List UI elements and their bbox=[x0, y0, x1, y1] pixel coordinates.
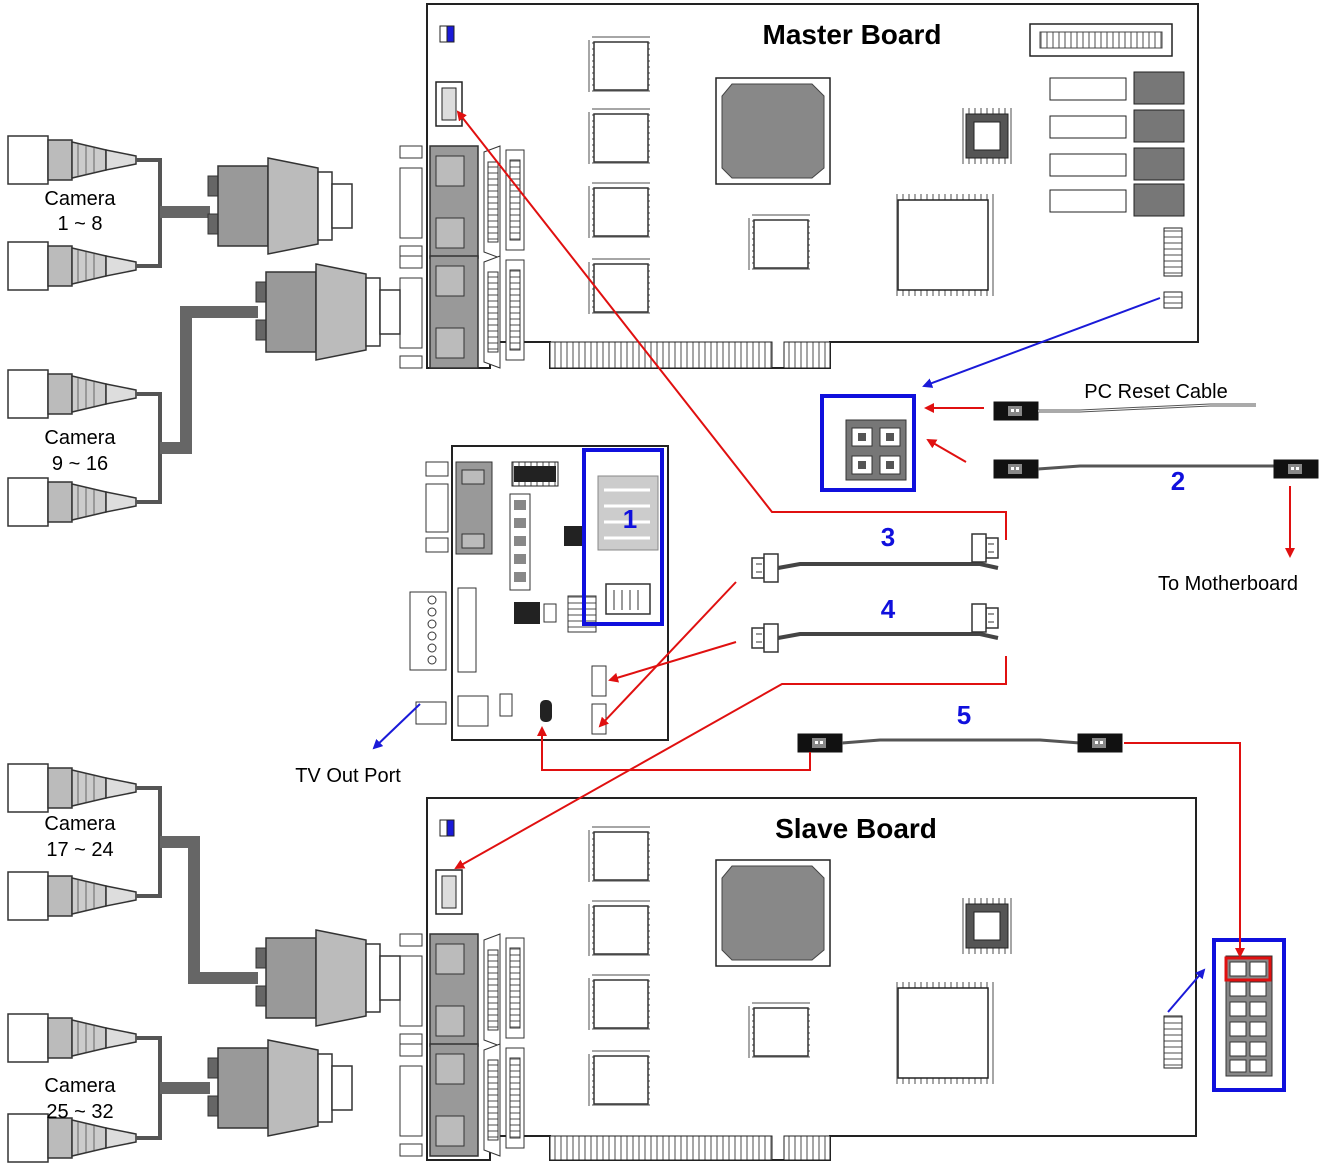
cable-3: 3 bbox=[751, 522, 999, 583]
arrow-cable3-to-tvboard bbox=[598, 581, 737, 728]
pc-reset-cable-label: PC Reset Cable bbox=[1084, 381, 1227, 403]
arrow-cable2 bbox=[926, 438, 967, 463]
cable-pc-reset: PC Reset Cable bbox=[993, 381, 1256, 421]
camera-label: Camera bbox=[44, 813, 116, 835]
slave-board-title: Slave Board bbox=[775, 813, 937, 844]
camera-cables bbox=[7, 135, 401, 1163]
camera-label: Camera bbox=[44, 188, 116, 210]
callout-3: 3 bbox=[881, 522, 895, 552]
cable-2: 2 To Motherboard bbox=[993, 459, 1319, 595]
highlight-box-1 bbox=[582, 448, 664, 626]
arrow-cable4-to-tvboard bbox=[608, 641, 737, 683]
tv-out-port-label: TV Out Port bbox=[295, 765, 401, 787]
arrow-cable5-to-tvboard bbox=[537, 726, 811, 771]
tv-out-board bbox=[409, 445, 669, 741]
arrow-cable3-to-master bbox=[456, 110, 1007, 540]
red-arrows bbox=[454, 110, 1295, 958]
reset-header-zoom bbox=[820, 394, 916, 492]
cable-5: 5 bbox=[797, 700, 1123, 753]
callout-5: 5 bbox=[957, 700, 971, 730]
arrow-cable4-to-slave bbox=[454, 656, 1007, 869]
blue-arrows bbox=[372, 297, 1206, 1013]
slave-header-zoom bbox=[1212, 938, 1286, 1092]
slave-board: Slave Board bbox=[399, 797, 1197, 1161]
camera-range: 1 ~ 8 bbox=[57, 213, 102, 235]
to-motherboard-label: To Motherboard bbox=[1158, 573, 1298, 595]
cable-4: 4 bbox=[751, 594, 999, 653]
master-board-title: Master Board bbox=[763, 19, 942, 50]
arrow-master-header-zoom bbox=[922, 297, 1161, 388]
master-board: Master Board bbox=[399, 3, 1199, 369]
camera-range: 17 ~ 24 bbox=[46, 839, 113, 861]
camera-label: Camera bbox=[44, 1075, 116, 1097]
callout-1: 1 bbox=[623, 504, 637, 534]
camera-labels: Camera 1 ~ 8 Camera 9 ~ 16 Camera 17 ~ 2… bbox=[44, 188, 116, 1123]
arrow-tv-out bbox=[372, 703, 421, 750]
camera-label: Camera bbox=[44, 427, 116, 449]
arrow-slave-header-zoom bbox=[1167, 968, 1206, 1013]
callout-4: 4 bbox=[881, 594, 896, 624]
camera-range: 25 ~ 32 bbox=[46, 1101, 113, 1123]
callout-2: 2 bbox=[1171, 466, 1185, 496]
arrow-cable5-to-slave-header bbox=[1124, 742, 1245, 958]
camera-range: 9 ~ 16 bbox=[52, 453, 108, 475]
